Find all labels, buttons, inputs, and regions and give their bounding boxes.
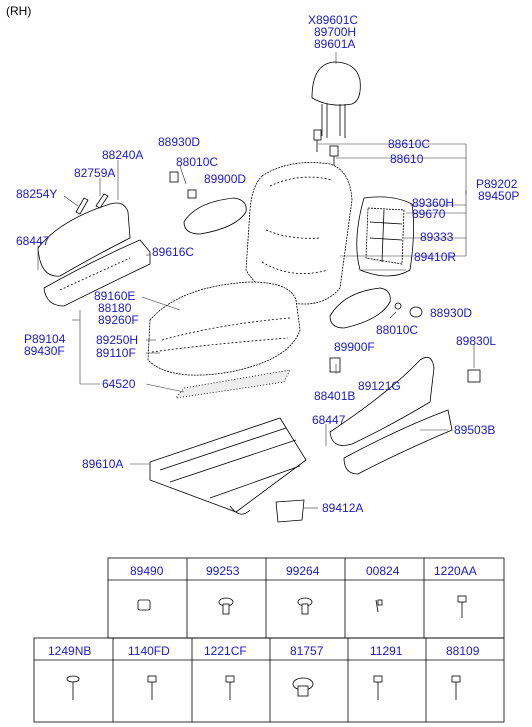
callout-label: P89104 [24, 332, 66, 346]
callout-label: 88930D [158, 135, 201, 149]
leader-lines [37, 52, 475, 509]
small-parts-right [329, 302, 481, 383]
callout-label: 68447 [16, 234, 50, 248]
clip-icon [137, 599, 151, 611]
screw-icon [451, 675, 461, 700]
callout-label: 89700H [314, 25, 357, 39]
callout-label: 82759A [74, 166, 116, 180]
screw-icon [66, 675, 80, 700]
side-shield-left [37, 202, 151, 307]
callout-label: 89670 [412, 207, 446, 221]
fastener-code: 1221CF [204, 644, 247, 658]
fastener-code: 99264 [286, 564, 320, 578]
pin-icon [375, 599, 383, 613]
seat-back [245, 162, 353, 305]
fastener-table [33, 557, 505, 723]
fastener-code: 1220AA [434, 564, 477, 578]
callout-label: 64520 [102, 377, 136, 391]
callout-label: 89610A [82, 457, 124, 471]
callout-label: 89900F [334, 340, 375, 354]
callout-label: 88930D [430, 306, 473, 320]
side-shield-right [329, 356, 453, 475]
headrest [311, 61, 361, 138]
fastener-code: 99253 [206, 564, 240, 578]
fastener-code: 81757 [290, 644, 324, 658]
fastener-code: 1140FD [128, 644, 170, 658]
callout-label: 89900D [204, 172, 247, 186]
callout-label: P89202 [476, 177, 518, 191]
fastener-code: 11291 [370, 644, 403, 658]
callout-label: 88010C [376, 323, 419, 337]
callout-label: X89601C [308, 13, 359, 27]
fastener-code: 1249NB [48, 644, 92, 658]
cushion-pad [175, 369, 291, 399]
callout-label: 89601A [314, 37, 356, 51]
screw-icon [147, 675, 157, 700]
seat-frame [149, 417, 307, 523]
callout-label: 89360H [412, 196, 455, 210]
armrest-left [183, 197, 247, 235]
callout-label: 89250H [96, 333, 139, 347]
callout-label: 88610C [388, 137, 431, 151]
armrest-right [329, 287, 391, 329]
seat-cushion [147, 281, 301, 376]
callout-label: 88610 [390, 152, 424, 166]
clips-left [75, 171, 197, 215]
callout-label: 88180 [98, 301, 132, 315]
screw-icon [373, 675, 383, 700]
callout-label: 89430F [24, 344, 65, 358]
callout-label: 88254Y [16, 187, 58, 201]
callout-label: 89260F [98, 313, 139, 327]
callout-label: 89616C [152, 245, 195, 259]
screw-icon [225, 675, 235, 700]
callout-label: 89333 [420, 230, 454, 244]
fastener-code: 89490 [130, 564, 164, 578]
callout-label: 89830L [456, 334, 497, 348]
callout-label: 89450P [478, 189, 520, 203]
headrest-guides [313, 129, 339, 166]
callout-label: 89160E [94, 289, 136, 303]
screw-icon [457, 595, 467, 618]
callout-label: 88010C [176, 155, 219, 169]
side-label: (RH) [6, 4, 32, 18]
seat-back-panel [356, 196, 414, 277]
callout-label: 89121G [358, 379, 401, 393]
callout-label: 89412A [322, 501, 364, 515]
callout-label: 88401B [314, 389, 356, 403]
callout-label: 89110F [96, 346, 136, 360]
callout-label: 68447 [312, 413, 346, 427]
fastener-code: 88109 [446, 644, 480, 658]
callout-label: 89410R [414, 250, 457, 264]
callout-label: 88240A [102, 148, 144, 162]
push-rivet-icon [218, 597, 234, 615]
grommet-icon [292, 677, 314, 697]
fastener-code: 00824 [366, 564, 400, 578]
callout-label: 89503B [454, 423, 496, 437]
push-rivet-icon [297, 597, 313, 615]
